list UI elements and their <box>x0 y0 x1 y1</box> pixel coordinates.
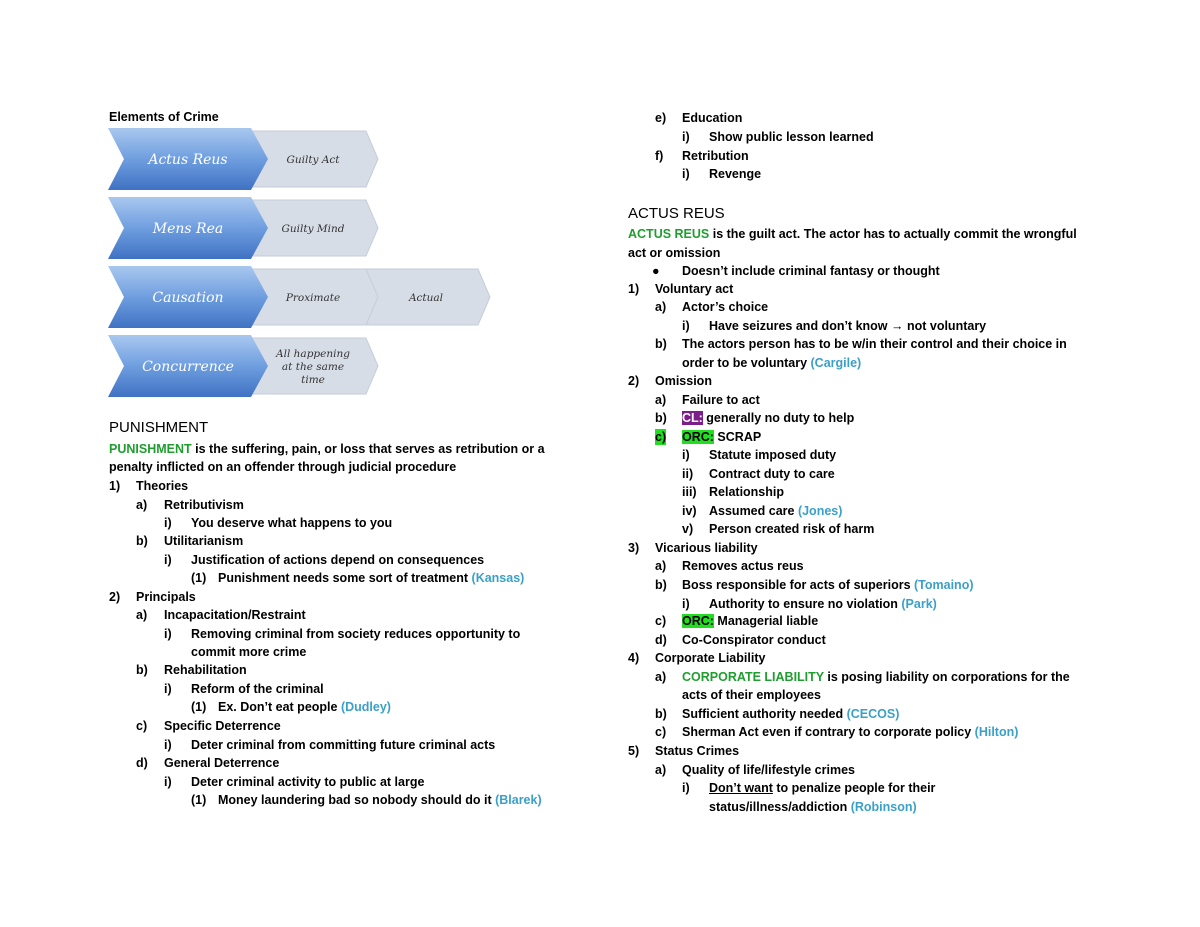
list-item-continuation: acts of their employees <box>682 688 821 702</box>
actus-reus-definition-line-1: ACTUS REUS is the guilt act. The actor h… <box>628 227 1077 241</box>
punishment-definition-line-1: PUNISHMENT is the suffering, pain, or lo… <box>109 442 545 456</box>
concurrence-label: Concurrence <box>142 359 234 375</box>
concurrence-detail-2: at the same <box>282 361 344 373</box>
elements-title: Elements of Crime <box>109 110 219 124</box>
actus-reus-detail: Guilty Act <box>286 154 340 166</box>
element-row-actus-reus: Actus Reus Guilty Act <box>108 128 379 190</box>
causation-detail-proximate: Proximate <box>285 292 340 304</box>
list-item-continuation: status/illness/addiction (Robinson) <box>709 800 917 814</box>
concurrence-chevron <box>108 335 268 397</box>
element-row-concurrence: Concurrence All happening at the same ti… <box>108 335 379 397</box>
concurrence-detail-1: All happening <box>275 348 350 360</box>
causation-label: Causation <box>152 290 223 306</box>
actus-reus-label: Actus Reus <box>146 152 227 168</box>
mens-rea-label: Mens Rea <box>152 221 223 237</box>
causation-detail-actual: Actual <box>408 292 443 304</box>
case-citation: (Park) <box>901 597 937 611</box>
underlined-text: Don’t want <box>709 781 773 795</box>
list-item-continuation: commit more crime <box>191 645 307 659</box>
orc-highlight: ORC: <box>682 614 714 628</box>
case-citation: (Tomaino) <box>914 578 974 592</box>
common-law-highlight: CL: <box>682 411 703 425</box>
case-citation: (Robinson) <box>850 800 917 814</box>
punishment-definition-line-2: penalty inflicted on an offender through… <box>109 460 457 474</box>
case-citation: (Hilton) <box>974 725 1019 739</box>
concurrence-detail-3: time <box>301 374 325 386</box>
punishment-heading: PUNISHMENT <box>109 419 209 436</box>
actus-reus-definition-line-2: act or omission <box>628 246 721 260</box>
mens-rea-chevron <box>108 197 268 259</box>
actus-reus-chevron <box>108 128 268 190</box>
elements-diagram: Actus Reus Guilty Act Mens Rea Guilty Mi… <box>108 128 498 398</box>
element-row-mens-rea: Mens Rea Guilty Mind <box>108 197 379 259</box>
actus-reus-term: ACTUS REUS <box>628 227 710 241</box>
case-citation: (Kansas) <box>471 571 525 585</box>
bullet-icon: ● <box>652 264 660 278</box>
punishment-term: PUNISHMENT <box>109 442 192 456</box>
list-item-continuation: order to be voluntary (Cargile) <box>682 356 862 370</box>
case-citation: (Jones) <box>797 504 843 518</box>
case-citation: (Dudley) <box>340 700 391 714</box>
case-citation: (Blarek) <box>495 793 542 807</box>
orc-highlight: ORC: <box>682 430 714 444</box>
mens-rea-detail: Guilty Mind <box>282 223 345 235</box>
element-row-causation: Causation Proximate Actual <box>108 266 491 328</box>
case-citation: (Cargile) <box>810 356 862 370</box>
case-citation: (CECOS) <box>846 707 900 721</box>
causation-chevron <box>108 266 268 328</box>
corporate-liability-term: CORPORATE LIABILITY <box>682 670 824 684</box>
actus-reus-heading: ACTUS REUS <box>628 205 725 222</box>
